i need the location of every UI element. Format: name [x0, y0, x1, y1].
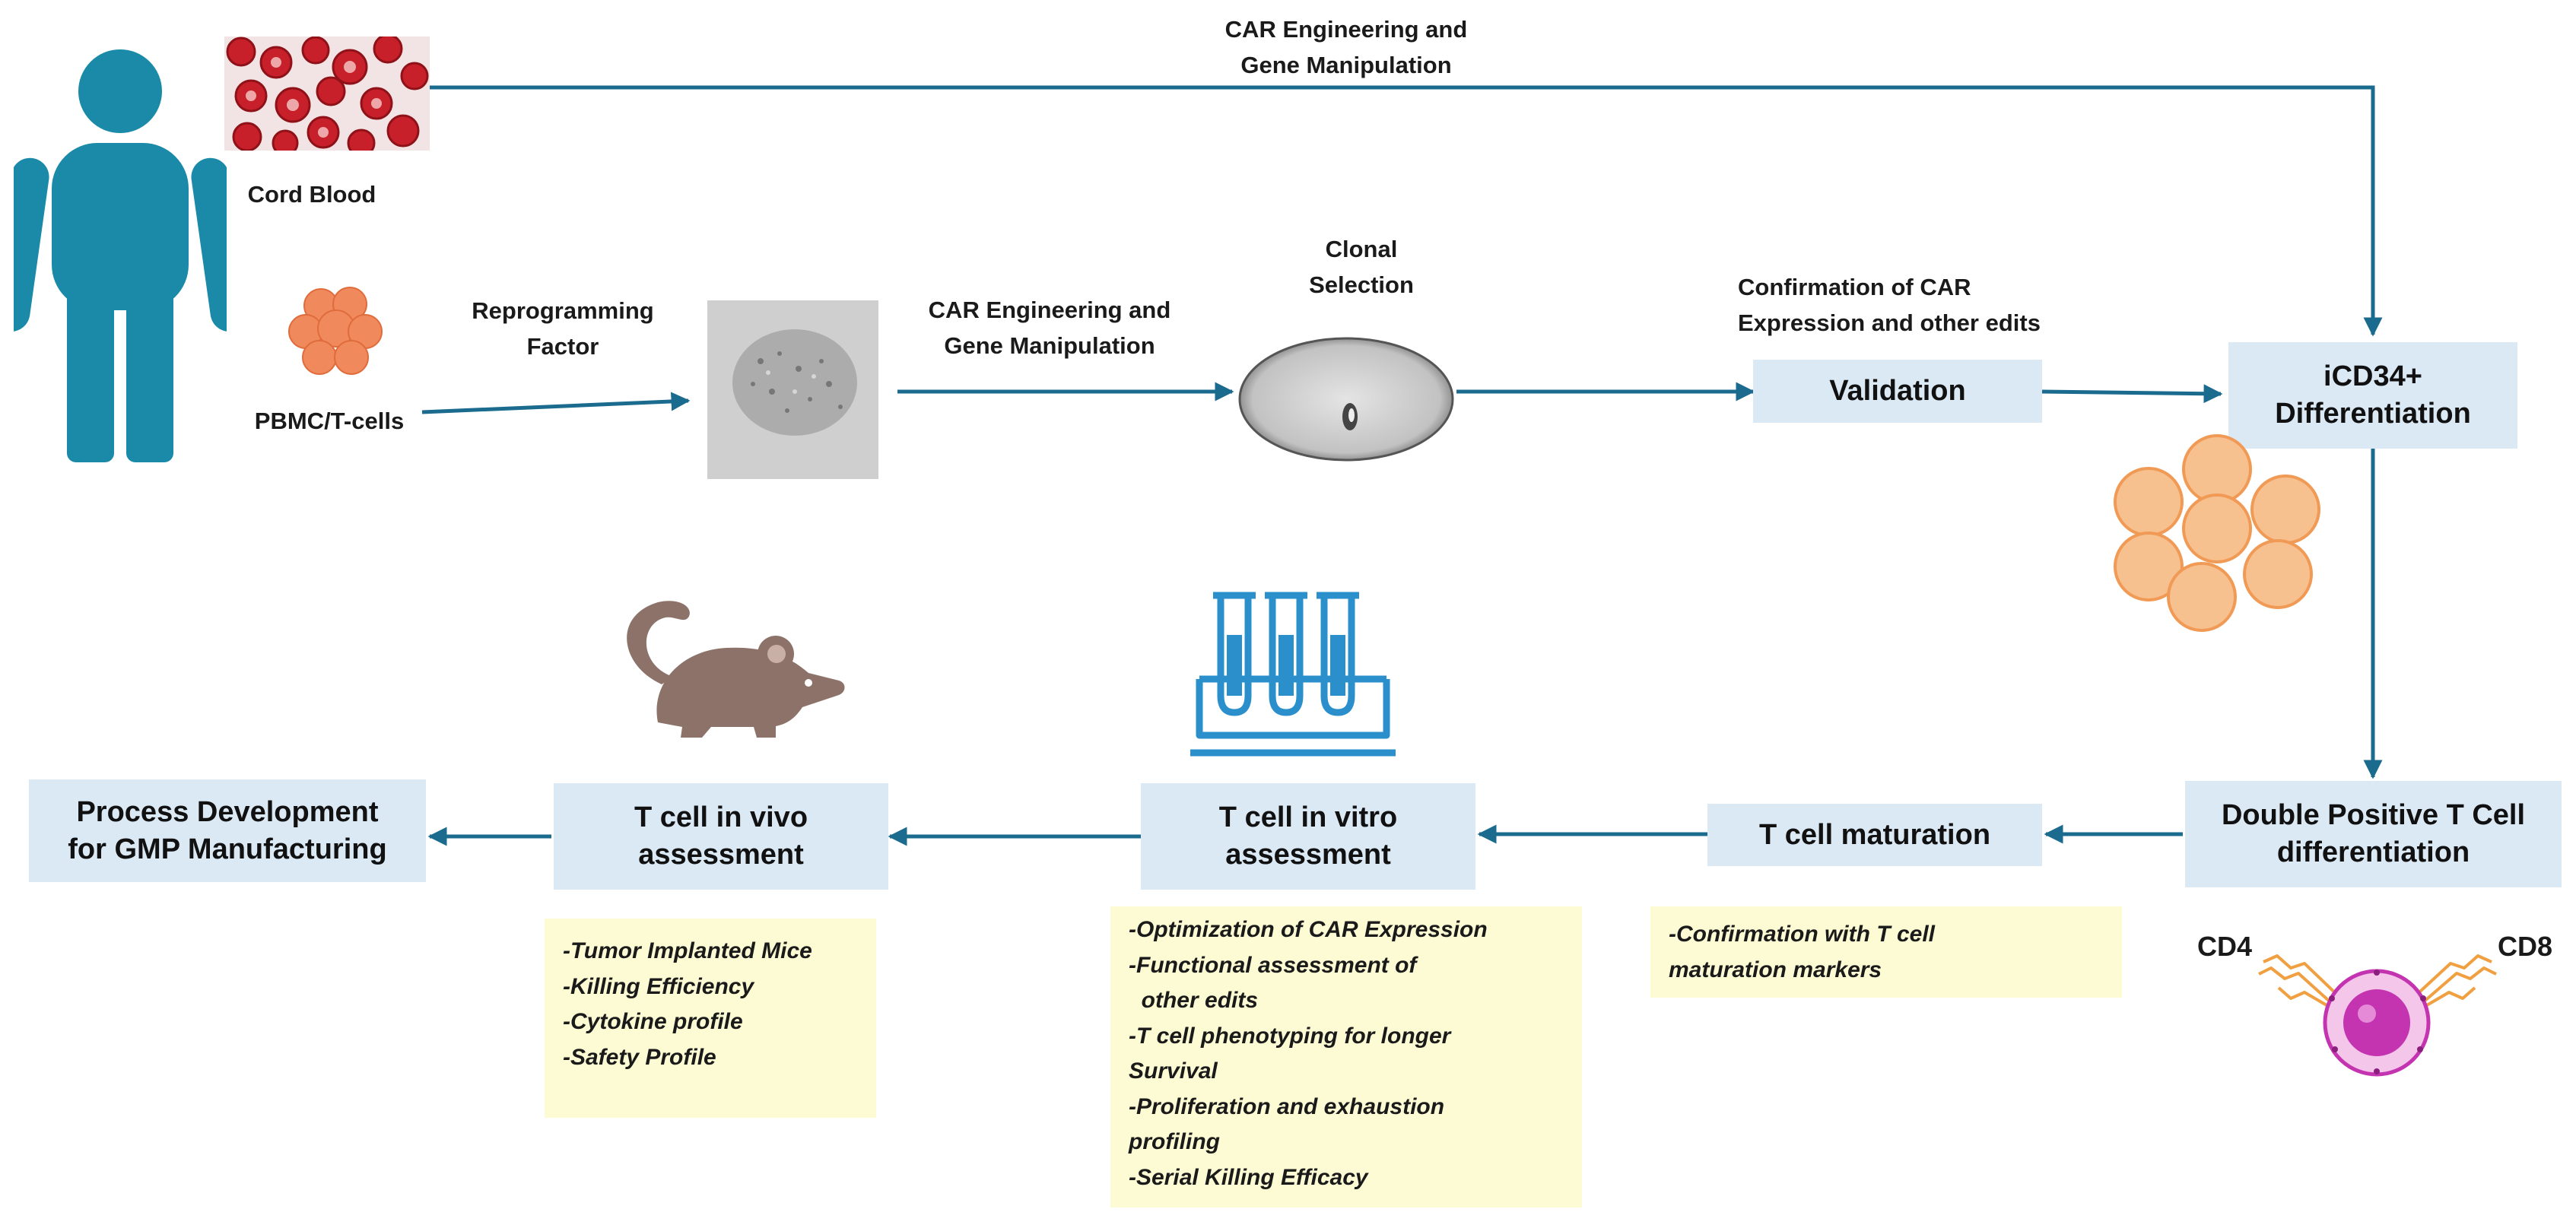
pbmc-cluster-icon [288, 287, 383, 375]
note-item: -Safety Profile [563, 1044, 716, 1070]
mouse-icon [627, 601, 845, 738]
note-item: -Serial Killing Efficacy [1129, 1164, 1368, 1190]
note-item: -Proliferation and exhaustion [1129, 1093, 1445, 1119]
note-item: profiling [1129, 1129, 1220, 1154]
note-item: -Functional assessment of [1129, 952, 1417, 978]
maturation-notes: -Confirmation with T cell maturation mar… [1650, 906, 2122, 998]
t-cell-maturation-box: T cell maturation [1707, 804, 2042, 866]
double-positive-cell-icon [2258, 954, 2497, 1077]
test-tubes-icon [1190, 592, 1396, 757]
cd4-label: CD4 [2196, 931, 2253, 962]
note-item: -Confirmation with T cell [1669, 922, 1935, 947]
arrow-pbmc-to-ips [421, 392, 691, 414]
clonal-well-image [1238, 337, 1454, 462]
arrow-validation-to-icd34 [2041, 384, 2223, 404]
person-icon [14, 49, 227, 462]
cord-blood-label: Cord Blood [247, 181, 376, 208]
cell-cluster-icon [2114, 434, 2320, 632]
note-item: -T cell phenotyping for longer [1129, 1023, 1451, 1049]
note-item: Survival [1129, 1058, 1218, 1084]
pbmc-label: PBMC/T-cells [254, 408, 405, 434]
arrow-cord-blood-to-icd34 [426, 85, 2383, 337]
cord-blood-image [224, 36, 430, 151]
note-item: maturation markers [1669, 957, 1882, 982]
note-item: other edits [1129, 988, 1259, 1013]
ips-colony-image [707, 300, 878, 479]
note-item: -Killing Efficiency [563, 973, 754, 999]
note-item: -Cytokine profile [563, 1009, 743, 1034]
in-vivo-notes: -Tumor Implanted Mice -Killing Efficienc… [545, 919, 876, 1118]
in-vitro-notes: -Optimization of CAR Expression -Functio… [1110, 906, 1582, 1208]
icd34-differentiation-box: iCD34+Differentiation [2228, 342, 2517, 449]
note-item: -Tumor Implanted Mice [563, 938, 812, 963]
cd8-label: CD8 [2497, 931, 2553, 962]
note-item: -Optimization of CAR Expression [1129, 917, 1488, 942]
validation-box: Validation [1753, 360, 2042, 423]
